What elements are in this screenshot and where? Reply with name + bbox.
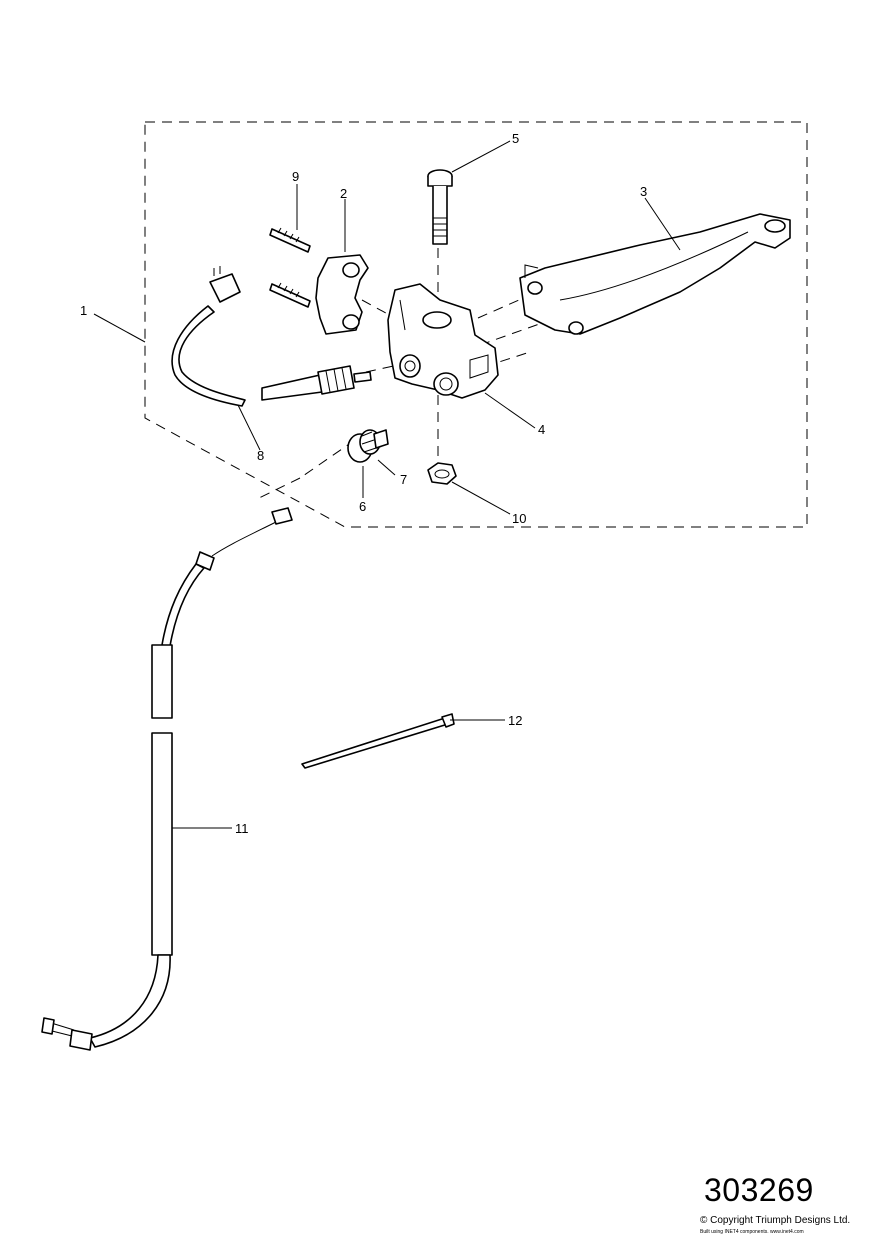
built-with-notice: Built using INET4 components. www.inet4.… xyxy=(700,1229,804,1235)
lever-bracket-part-4 xyxy=(387,283,499,399)
clamp-part-2 xyxy=(315,254,369,335)
lever-part-3 xyxy=(519,213,791,335)
alignment-lines xyxy=(254,248,546,501)
callout-10: 10 xyxy=(512,511,526,526)
switch-wire-part-8 xyxy=(171,266,246,407)
callout-7: 7 xyxy=(400,472,407,487)
switch-plunger xyxy=(261,365,372,401)
nut-part-10 xyxy=(427,462,457,485)
callout-4: 4 xyxy=(538,422,545,437)
callout-2: 2 xyxy=(340,186,347,201)
callout-3: 3 xyxy=(640,184,647,199)
screw-part-9 xyxy=(269,227,311,308)
callout-6: 6 xyxy=(359,499,366,514)
callout-1: 1 xyxy=(80,303,87,318)
cable-tie-part-12 xyxy=(301,713,455,769)
callout-11: 11 xyxy=(235,821,249,836)
assembly-boundary xyxy=(144,121,808,528)
cable-part-11 xyxy=(41,507,293,1051)
callout-5: 5 xyxy=(512,131,519,146)
callout-9: 9 xyxy=(292,169,299,184)
bolt-part-5 xyxy=(427,169,453,245)
callout-8: 8 xyxy=(257,448,264,463)
callout-labels: 1 2 3 4 5 6 7 8 9 10 11 12 xyxy=(80,131,647,836)
copyright-notice: © Copyright Triumph Designs Ltd. xyxy=(700,1215,851,1226)
diagram-reference-number: 303269 xyxy=(704,1172,814,1208)
callout-12: 12 xyxy=(508,713,522,728)
leader-lines xyxy=(93,140,681,829)
adjuster-part-6-7 xyxy=(347,429,389,463)
